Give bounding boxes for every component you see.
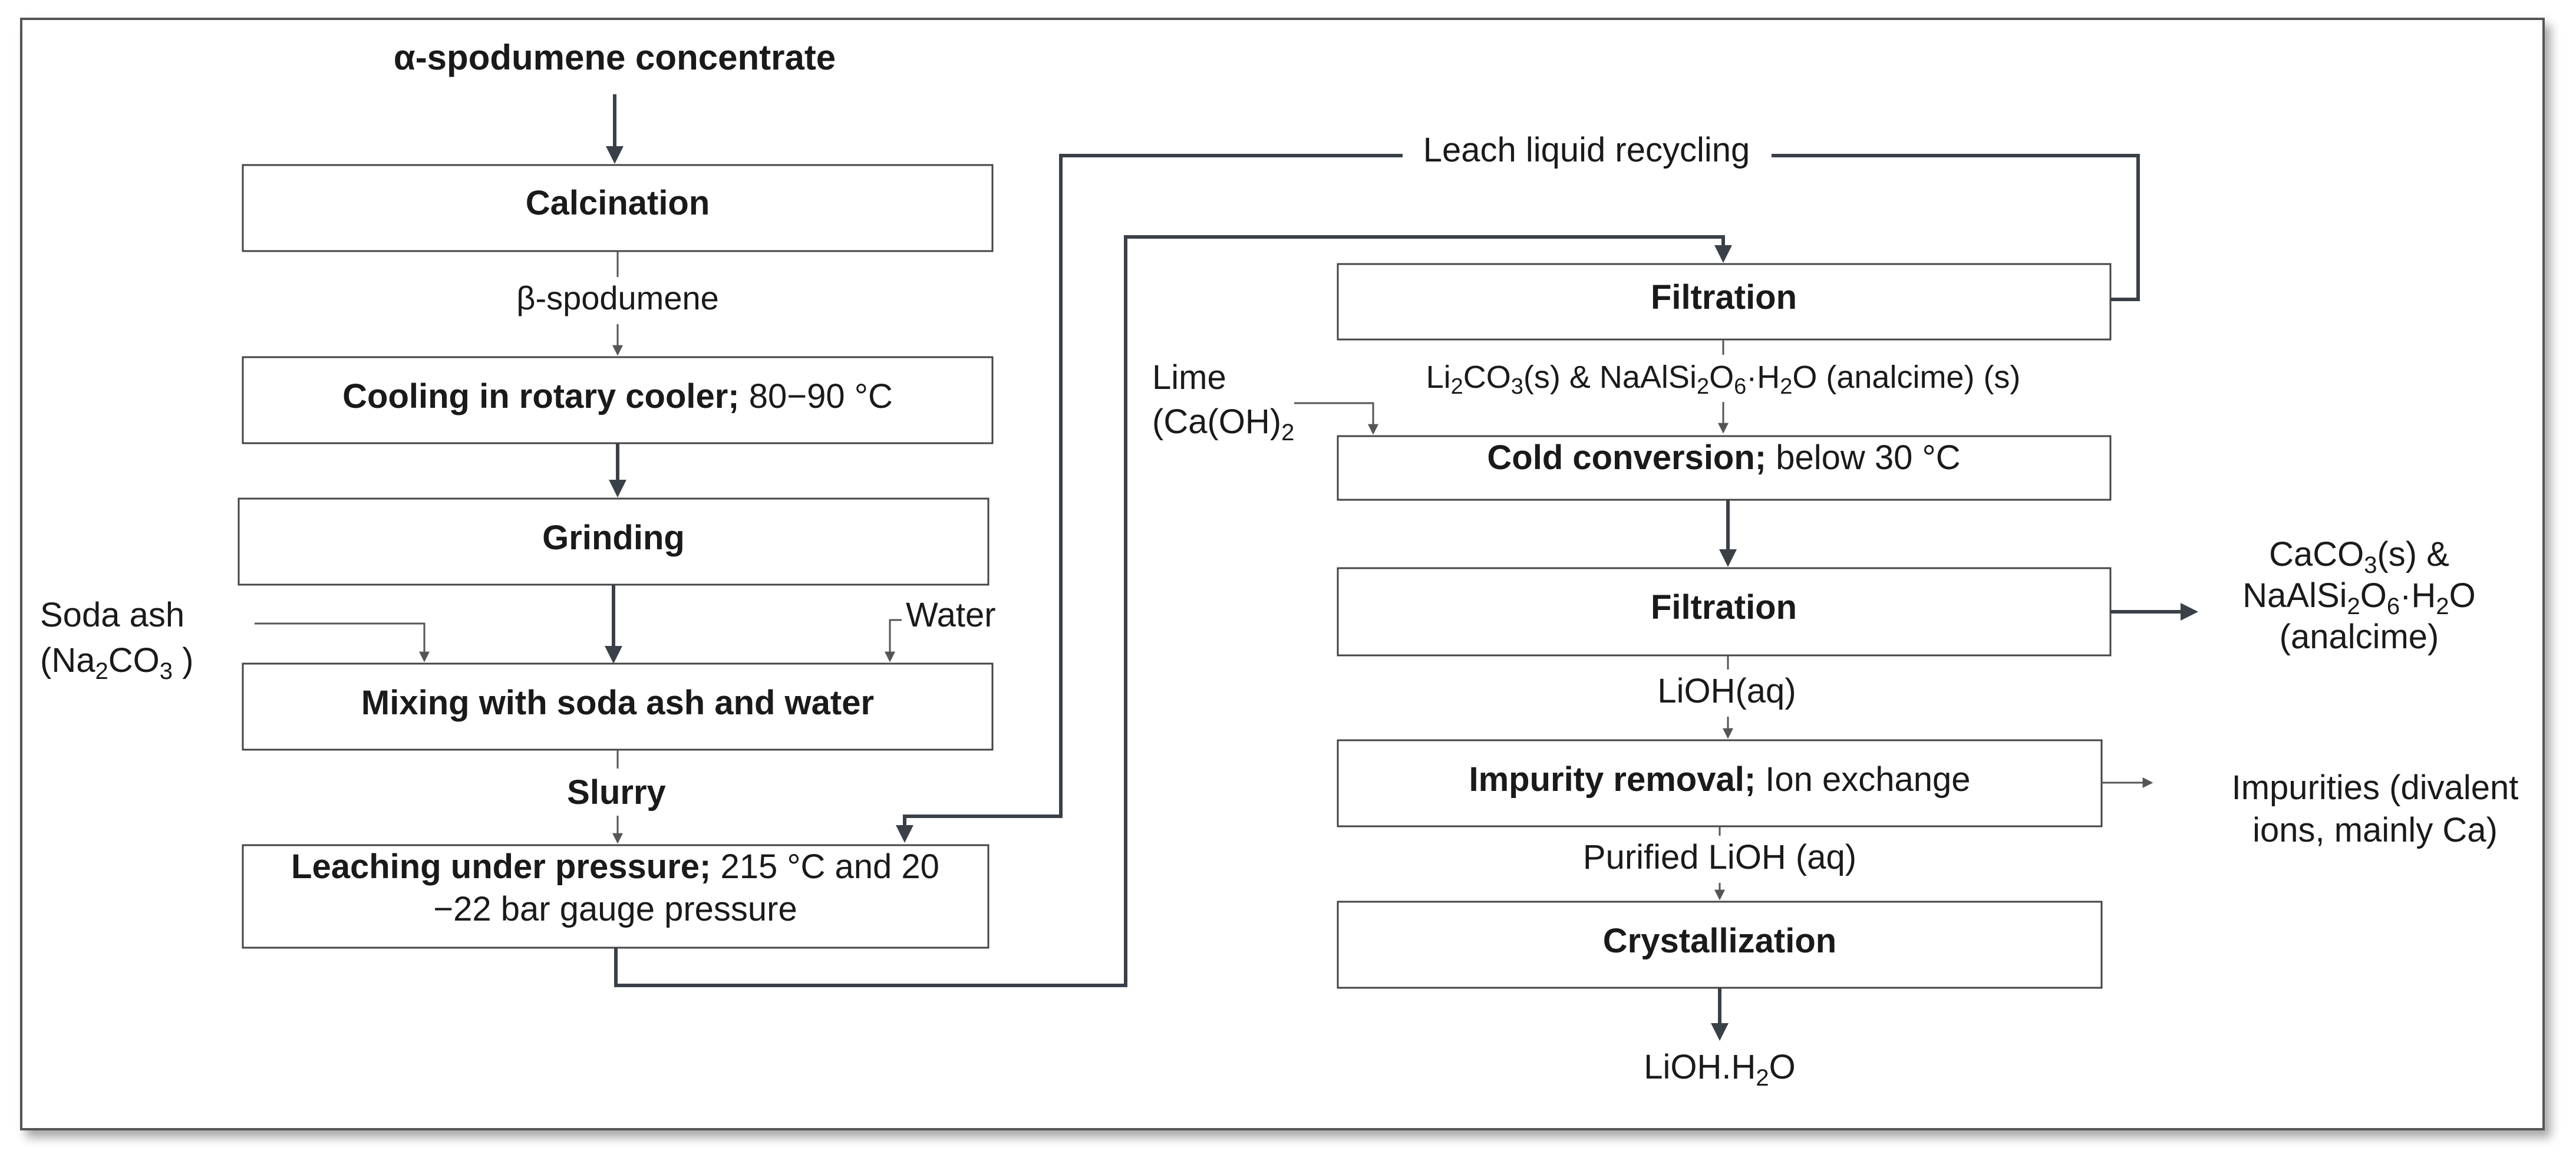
arrow-water: [885, 619, 902, 662]
cold-conversion-box: [1337, 435, 2112, 501]
leaching-box: [242, 844, 989, 949]
impurity-removal-label: Impurity removal; Ion exchange: [1469, 760, 1970, 799]
leaching-label-line1: Leaching under pressure; 215 °C and 20: [291, 848, 939, 886]
water-label: Water: [906, 596, 996, 634]
calcination-box: [242, 164, 994, 252]
leaching-label-line2: −22 bar gauge pressure: [433, 890, 797, 928]
residue-line-1: CaCO3(s) &: [2269, 535, 2449, 578]
arrow-soda-ash: [255, 622, 430, 662]
slurry-label-bg: [530, 769, 707, 816]
cooling-label-bold: Cooling in rotary cooler;: [342, 377, 740, 416]
filtration-2-label: Filtration: [1651, 588, 1797, 626]
lioh-label-bg: [1638, 670, 1815, 717]
purified-lioh-label: Purified LiOH (aq): [1583, 838, 1856, 876]
purified-label-bg: [1556, 836, 1886, 883]
cold-conversion-label: Cold conversion; below 30 °C: [1487, 438, 1960, 477]
recycle-label: Leach liquid recycling: [1423, 131, 1750, 169]
residue-line-3: (analcime): [2280, 618, 2439, 656]
arrow-leaching-filtration: [614, 235, 1732, 987]
impurities-line-1: Impurities (divalent: [2232, 769, 2519, 807]
arrow-lime: [1294, 402, 1378, 435]
cooling-box: [242, 356, 994, 444]
filtration-1-label: Filtration: [1651, 278, 1797, 316]
slurry-label: Slurry: [567, 773, 666, 812]
soda-ash-formula: (Na2CO3 ): [40, 641, 193, 684]
intermediate-solids-label: Li2CO3(s) & NaAlSi2O6·H2O (analcime) (s): [1426, 360, 2021, 399]
filtration-1-box: [1337, 263, 2112, 341]
cooling-label-rest: 80−90 °C: [740, 377, 893, 416]
soda-ash-label: Soda ash: [40, 596, 184, 634]
intermediate-label-bg: [1385, 355, 2063, 402]
grinding-box: [238, 497, 989, 586]
beta-label-bg: [483, 277, 754, 324]
crystallization-label: Crystallization: [1603, 922, 1836, 960]
input-label: α-spodumene concentrate: [394, 38, 836, 77]
residue-line-2: NaAlSi2O6·H2O: [2242, 576, 2476, 619]
mixing-box: [242, 662, 994, 751]
impurity-removal-box: [1337, 739, 2103, 827]
beta-spodumene-label: β-spodumene: [516, 279, 719, 316]
lioh-aq-label: LiOH(aq): [1657, 672, 1796, 710]
cooling-label: Cooling in rotary cooler; 80−90 °C: [342, 377, 893, 416]
arrow-recycle-leaching: [896, 154, 1403, 843]
mixing-label: Mixing with soda ash and water: [361, 684, 874, 722]
product-label: LiOH.H2O: [1644, 1048, 1796, 1091]
lime-label: Lime: [1152, 358, 1226, 397]
grinding-label: Grinding: [542, 519, 685, 557]
impurities-line-2: ions, mainly Ca): [2252, 811, 2498, 849]
calcination-label: Calcination: [526, 184, 710, 222]
lime-formula: (Ca(OH)2: [1152, 403, 1294, 446]
recycle-line-right: [1772, 154, 2140, 301]
